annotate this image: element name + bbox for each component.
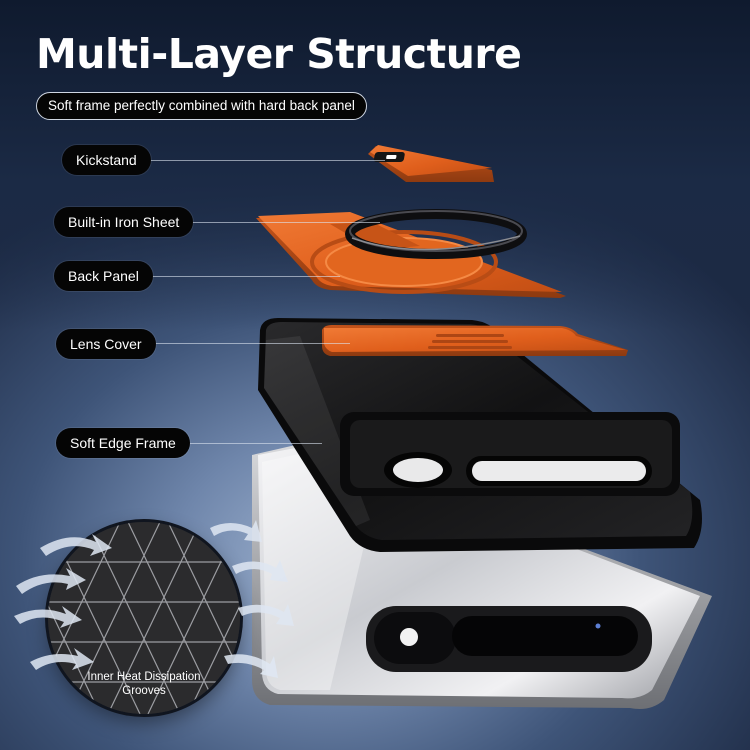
airflow-arrow-icon [30,648,94,670]
kickstand-leader [145,160,385,161]
edge-frame-leader [182,443,322,444]
iron-sheet-leader [185,222,380,223]
airflow-arrow-icon [16,568,86,594]
badge-caption: Inner Heat Dissipation Grooves [87,671,201,697]
label-back-panel: Back Panel [54,261,153,291]
soft-edge-frame [258,318,702,552]
lens-cover-part [322,325,628,356]
airflow-arrow-icon [40,534,112,556]
heat-dissipation-badge: Inner Heat Dissipation Grooves [48,522,240,714]
airflow-arrow-icon [210,520,262,542]
airflow-arrow-icon [224,654,278,678]
airflow-arrow-icon [238,604,294,626]
label-iron-sheet: Built-in Iron Sheet [54,207,194,237]
label-edge-frame: Soft Edge Frame [56,428,190,458]
iron-sheet-ring [345,209,527,259]
subtitle-pill: Soft frame perfectly combined with hard … [36,92,367,120]
airflow-arrow-icon [14,606,82,628]
back-panel-leader [145,276,340,277]
lens-cover-leader [150,343,350,344]
label-kickstand: Kickstand [62,145,151,175]
label-lens-cover: Lens Cover [56,329,156,359]
kickstand-part [368,145,494,182]
triangle-groove-pattern [48,522,240,714]
airflow-arrow-icon [232,560,288,582]
page-title: Multi-Layer Structure [36,30,522,78]
